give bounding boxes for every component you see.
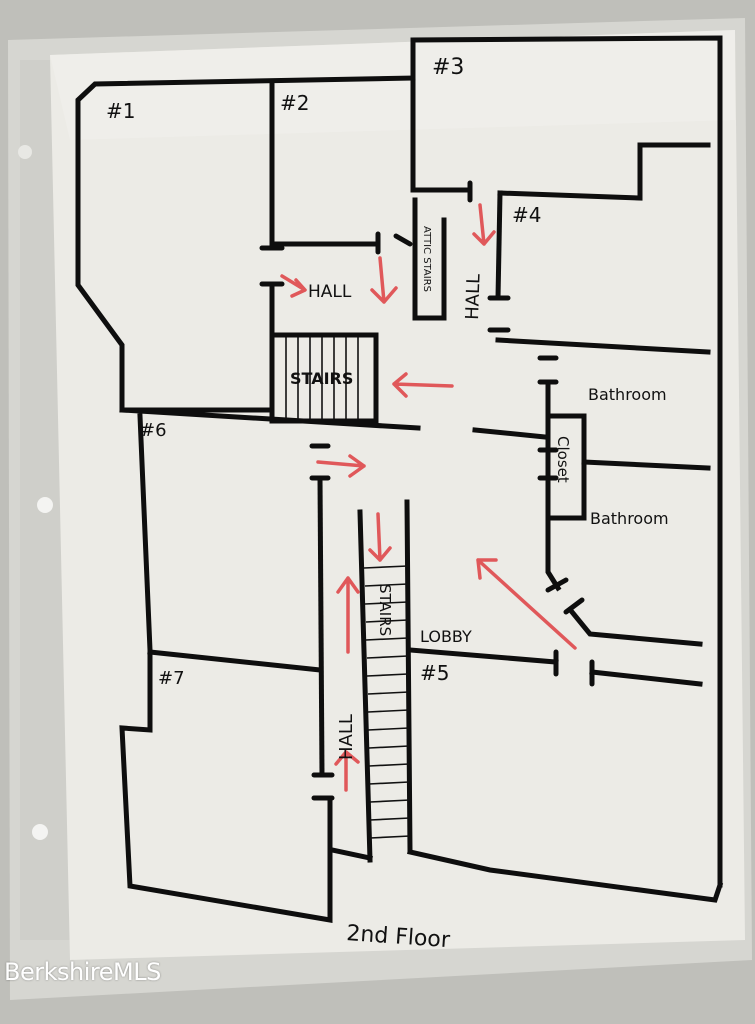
door-tick	[563, 597, 585, 615]
closet-box	[545, 413, 587, 521]
hall-divider-wall	[119, 407, 421, 431]
lower-stairs-label: STAIRS	[376, 584, 394, 636]
lower-stairs-right-wall	[404, 499, 413, 853]
room4-bottom-wall	[495, 337, 711, 355]
arrow-icon	[336, 576, 360, 654]
arrow-icon	[476, 558, 577, 650]
paper-sheet	[50, 30, 745, 960]
lower-hall-bottom	[329, 847, 373, 861]
upper-stair-treads	[285, 337, 359, 419]
arrow-icon	[472, 203, 496, 246]
arrow-icon	[280, 274, 307, 298]
room7-wall	[119, 649, 333, 923]
lower-stairs-left-wall	[357, 509, 373, 863]
arrow-icon	[316, 454, 366, 478]
room6-left-wall	[137, 413, 153, 653]
room6-room7-wall	[147, 649, 323, 673]
lower-stair-treads	[363, 565, 411, 839]
hall-upper-right-label: HALL	[462, 274, 485, 321]
room5-label: #5	[420, 661, 449, 685]
bathroom-lower-label: Bathroom	[590, 509, 669, 528]
room5-bottom-wall	[407, 849, 724, 903]
room4-label: #4	[512, 203, 541, 227]
closet-top-stub	[472, 427, 548, 440]
door-tick	[545, 577, 569, 593]
bathroom-lower-left-wall	[545, 477, 562, 592]
lobby-label: LOBBY	[420, 627, 472, 646]
room1-label: #1	[106, 99, 135, 123]
hall-lower-left-wall	[317, 475, 325, 778]
walls	[75, 35, 724, 923]
arrow-icon	[368, 512, 392, 562]
binder-hole	[18, 145, 32, 159]
bathroom-lower-bottom-wall	[568, 608, 703, 647]
upper-stairs-label: STAIRS	[290, 369, 353, 388]
hall-upper-left-label: HALL	[308, 282, 352, 302]
arrow-icon	[334, 750, 360, 792]
bathroom-upper-label: Bathroom	[588, 385, 667, 404]
arrow-icon	[392, 372, 454, 398]
room6-label: #6	[140, 420, 167, 441]
room3-outer-wall	[410, 35, 723, 888]
bathroom-divider-wall	[581, 459, 711, 471]
hall-lower-label: HALL	[336, 714, 357, 760]
room3-room4-wall	[497, 142, 711, 201]
closet-label: Closet	[554, 436, 572, 483]
direction-arrows	[280, 203, 577, 792]
mls-watermark: BerkshireMLS	[4, 958, 161, 986]
room2-label: #2	[280, 91, 309, 115]
room5-top-right-wall	[589, 669, 703, 687]
paper-glare	[50, 30, 735, 140]
room7-label: #7	[158, 668, 185, 689]
attic-stairs-box	[412, 197, 447, 321]
room3-label: #3	[432, 55, 464, 80]
binder-hole	[32, 824, 48, 840]
room4-left-wall	[495, 190, 503, 301]
attic-stairs-label: ATTIC STAIRS	[421, 226, 432, 292]
room5-top-wall	[407, 647, 559, 665]
door-tick	[393, 233, 413, 247]
door-marks	[259, 180, 595, 801]
binder-hole	[37, 497, 53, 513]
arrow-icon	[370, 256, 398, 304]
